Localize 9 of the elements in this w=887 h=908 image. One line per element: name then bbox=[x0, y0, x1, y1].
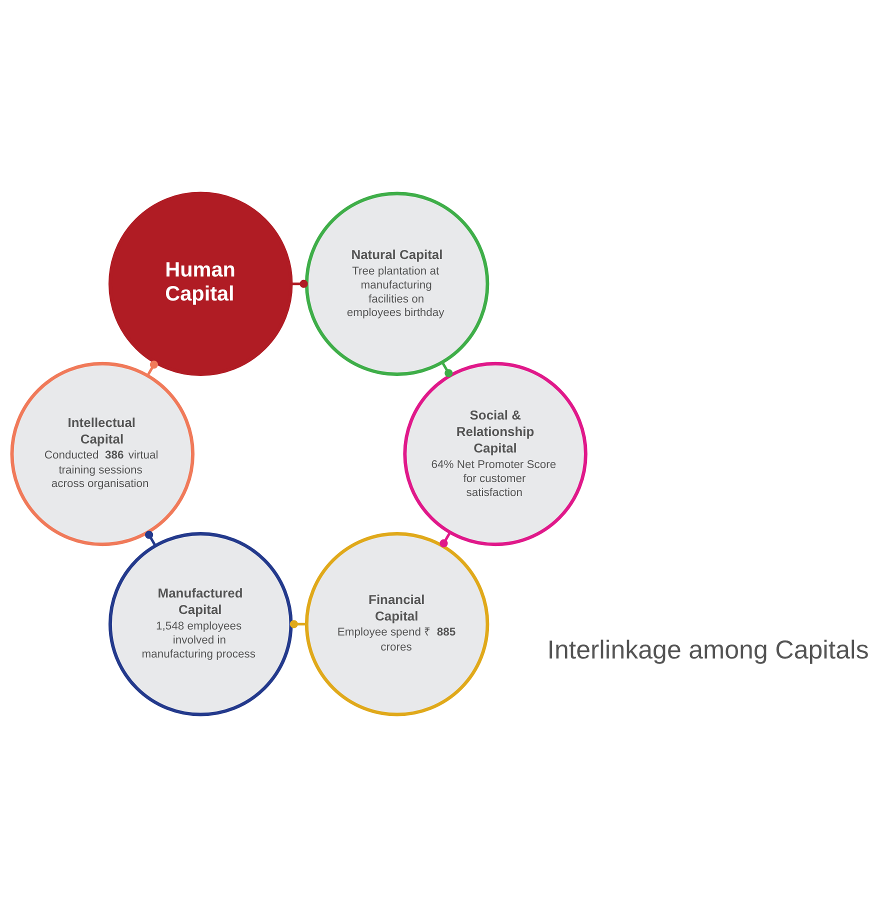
node-circle: Manufactured Capital 1,548 employees involved in manufacturing process bbox=[108, 532, 293, 716]
connector bbox=[146, 360, 158, 376]
connector bbox=[440, 532, 452, 548]
label: Interlinkage among Capitals bbox=[547, 636, 869, 665]
connector bbox=[145, 530, 157, 546]
node-circle: Natural Capital Tree plantation at manufacturing facilities on employees birthday bbox=[304, 192, 490, 376]
connector bbox=[441, 362, 453, 378]
connector bbox=[291, 280, 308, 288]
connector bbox=[290, 620, 307, 628]
